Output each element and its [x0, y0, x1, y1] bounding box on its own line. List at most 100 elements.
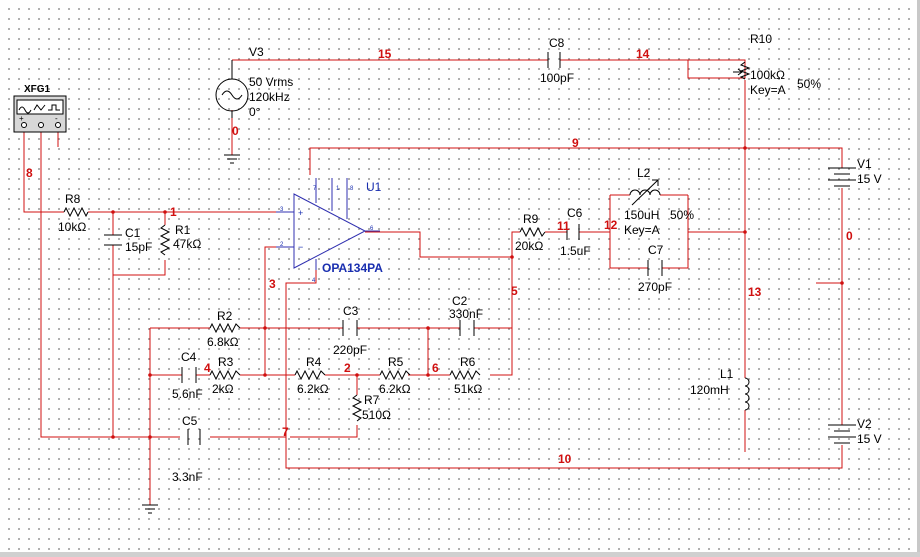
- wire-l2-c7: [609, 195, 689, 269]
- inductor-l2[interactable]: L2 150uH Key=A 50%: [624, 166, 694, 237]
- capacitor-c3[interactable]: C3 220pF: [333, 304, 367, 357]
- svg-text:C1: C1: [125, 226, 141, 240]
- svg-text:15 V: 15 V: [857, 432, 882, 446]
- capacitor-c1[interactable]: C1 15pF: [104, 226, 152, 254]
- wire-xfg-common: [40, 132, 150, 438]
- svg-text:3: 3: [269, 277, 276, 291]
- svg-text:R2: R2: [217, 309, 233, 323]
- wire-r7: [290, 375, 358, 438]
- svg-text:6: 6: [370, 226, 374, 232]
- svg-text:6.8kΩ: 6.8kΩ: [207, 335, 239, 349]
- net-labels: 15 14 0 9 8 1 0 11 12 3 5 13 4 2 6 7 10: [26, 47, 853, 466]
- svg-text:15pF: 15pF: [125, 240, 152, 254]
- resistor-r3[interactable]: R3 2kΩ: [209, 355, 241, 396]
- svg-text:Key=A: Key=A: [624, 223, 660, 237]
- inductor-l1[interactable]: L1 120mH: [690, 367, 750, 411]
- svg-text:C8: C8: [549, 36, 565, 50]
- resistor-r8[interactable]: R8 10kΩ: [58, 192, 89, 234]
- svg-text:120mH: 120mH: [690, 383, 729, 397]
- wire-net-9: [309, 147, 843, 175]
- svg-text:OPA134PA: OPA134PA: [322, 261, 383, 275]
- capacitor-c8[interactable]: C8 100pF: [540, 36, 574, 85]
- svg-text:2kΩ: 2kΩ: [212, 382, 234, 396]
- svg-text:0°: 0°: [249, 105, 261, 119]
- svg-text:0: 0: [846, 229, 853, 243]
- svg-text:0: 0: [232, 124, 239, 138]
- svg-text:13: 13: [748, 285, 762, 299]
- svg-text:R5: R5: [388, 355, 404, 369]
- resistor-r2[interactable]: R2 6.8kΩ: [207, 309, 241, 349]
- canvas-bottom-edge: [0, 552, 920, 557]
- opamp-u1[interactable]: + − 7 1 8 3 2 6 4 U1 OPA134PA: [276, 178, 383, 284]
- potentiometer-r10[interactable]: R10 100kΩ Key=A 50%: [733, 32, 821, 97]
- svg-text:11: 11: [557, 219, 570, 233]
- capacitor-c6[interactable]: C6 1.5uF: [560, 206, 591, 258]
- svg-text:3: 3: [280, 207, 284, 213]
- resistor-r1[interactable]: R1 47kΩ: [159, 223, 201, 256]
- resistor-r4[interactable]: R4 6.2kΩ: [294, 355, 329, 396]
- svg-text:V3: V3: [249, 45, 264, 59]
- svg-text:14: 14: [636, 47, 650, 61]
- ground-bottom-left: [142, 504, 158, 514]
- ground-v3: [224, 154, 240, 164]
- capacitor-c2[interactable]: C2 330nF: [449, 294, 483, 336]
- resistor-r9[interactable]: R9 20kΩ: [515, 212, 546, 253]
- wire-net-10: [285, 270, 843, 469]
- svg-text:5.6nF: 5.6nF: [172, 387, 203, 401]
- svg-text:100pF: 100pF: [540, 71, 574, 85]
- dc-source-v1[interactable]: V1 15 V: [828, 157, 882, 187]
- svg-text:10kΩ: 10kΩ: [58, 220, 86, 234]
- svg-text:47kΩ: 47kΩ: [173, 237, 201, 251]
- dc-source-v2[interactable]: V2 15 V: [828, 417, 882, 446]
- capacitor-c4[interactable]: C4 5.6nF: [172, 350, 203, 401]
- wire-u1-out: [365, 231, 520, 258]
- svg-text:50 Vrms: 50 Vrms: [249, 75, 293, 89]
- wire-net-8: [23, 132, 64, 213]
- svg-text:7: 7: [282, 425, 289, 439]
- wire-net-15-14: [232, 59, 746, 79]
- xfg1-label: XFG1: [24, 84, 51, 95]
- svg-text:R7: R7: [364, 393, 380, 407]
- svg-text:15: 15: [378, 47, 392, 61]
- capacitor-c7[interactable]: C7 270pF: [638, 243, 672, 294]
- canvas-right-edge: [917, 0, 920, 557]
- svg-text:150uH: 150uH: [624, 208, 659, 222]
- svg-text:6.2kΩ: 6.2kΩ: [379, 382, 411, 396]
- ac-source-v3[interactable]: V3 50 Vrms 120kHz 0°: [215, 45, 293, 119]
- svg-text:8: 8: [350, 186, 354, 192]
- svg-text:100kΩ: 100kΩ: [750, 68, 785, 82]
- svg-text:C4: C4: [181, 350, 197, 364]
- svg-text:6.2kΩ: 6.2kΩ: [297, 382, 329, 396]
- svg-text:L1: L1: [720, 367, 734, 381]
- svg-text:R8: R8: [65, 192, 81, 206]
- resistor-r7[interactable]: R7 510Ω: [351, 393, 391, 422]
- svg-text:1: 1: [336, 186, 340, 192]
- svg-text:51kΩ: 51kΩ: [454, 382, 482, 396]
- resistor-r5[interactable]: R5 6.2kΩ: [379, 355, 411, 396]
- svg-text:220pF: 220pF: [333, 343, 367, 357]
- capacitor-c5[interactable]: C5 3.3nF: [172, 414, 203, 484]
- svg-text:C5: C5: [182, 414, 198, 428]
- function-generator-xfg1[interactable]: XFG1 + -: [13, 84, 67, 133]
- svg-text:5: 5: [511, 284, 518, 298]
- svg-text:C2: C2: [452, 294, 468, 308]
- svg-text:U1: U1: [366, 180, 382, 194]
- svg-text:50%: 50%: [670, 208, 694, 222]
- svg-text:4: 4: [312, 278, 316, 284]
- resistor-r6[interactable]: R6 51kΩ: [449, 355, 482, 396]
- xfg1-minus: -: [55, 114, 58, 123]
- svg-text:510Ω: 510Ω: [362, 408, 391, 422]
- svg-text:R9: R9: [523, 212, 539, 226]
- junctions: [111, 146, 844, 439]
- svg-text:−: −: [298, 242, 303, 252]
- svg-text:6: 6: [432, 361, 439, 375]
- wire-r1: [113, 212, 166, 276]
- svg-text:2: 2: [344, 361, 351, 375]
- svg-text:1: 1: [170, 205, 177, 219]
- svg-text:R1: R1: [175, 223, 191, 237]
- svg-text:V2: V2: [857, 417, 872, 431]
- svg-text:+: +: [298, 208, 303, 218]
- svg-text:7: 7: [313, 186, 317, 192]
- svg-text:10: 10: [558, 452, 572, 466]
